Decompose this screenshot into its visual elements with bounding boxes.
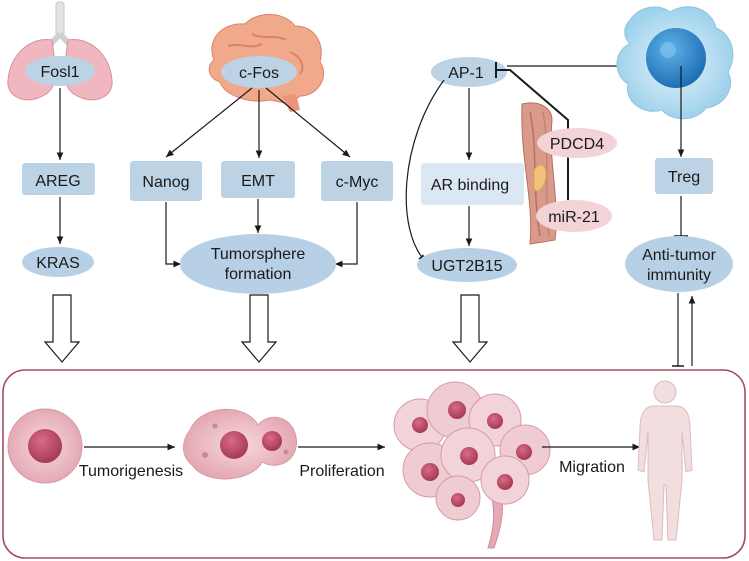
areg-node [22, 163, 95, 195]
tumorsphere-label-line1: Tumorsphere [211, 246, 306, 263]
cmyc-label: c-Myc [336, 174, 379, 191]
mir21-node [536, 200, 612, 232]
tumor-mass-icon [393, 381, 551, 549]
ugt2b15-node [417, 248, 517, 282]
ugt2b15-label: UGT2B15 [431, 258, 502, 275]
arrow-ap1-ugt2b15 [405, 79, 445, 263]
migration-label: Migration [559, 459, 625, 476]
proliferation-label: Proliferation [299, 463, 384, 480]
ar-binding-node [421, 163, 524, 205]
tumorsphere-node [180, 234, 336, 294]
arrow-cfos-cmyc [265, 87, 351, 158]
antitumor-label-line1: Anti-tumor [642, 247, 716, 264]
hollow-down-arrow-icon [240, 294, 278, 363]
tumorsphere-label-line2: formation [225, 266, 292, 283]
fosl1-label: Fosl1 [40, 64, 79, 81]
areg-label: AREG [35, 173, 80, 190]
cfos-label: c-Fos [239, 65, 279, 82]
immune-cell-icon [616, 6, 734, 120]
pdcd4-label: PDCD4 [550, 136, 604, 153]
mir21-label: miR-21 [548, 209, 600, 226]
nanog-label: Nanog [142, 174, 189, 191]
nanog-node [130, 161, 202, 201]
arrow-cmyc-tumorsphere [335, 202, 358, 268]
progression-frame [2, 369, 746, 559]
arrow-cfos-nanog [165, 87, 253, 158]
arrow-nanog-tumorsphere [165, 202, 181, 268]
pdcd4-node [537, 128, 617, 158]
single-cell-icon [7, 408, 83, 484]
kras-label: KRAS [36, 255, 80, 272]
hollow-down-arrow-icon [43, 294, 81, 363]
fosl1-node [25, 56, 95, 86]
treg-node [655, 158, 713, 194]
ap1-label: AP-1 [448, 65, 484, 82]
human-body-icon [637, 380, 693, 541]
cmyc-node [321, 161, 393, 201]
inhibit-pdcd4-ap1 [496, 69, 569, 132]
treg-label: Treg [668, 169, 700, 186]
emt-label: EMT [241, 173, 275, 190]
emt-node [221, 161, 295, 198]
ap1-node [431, 57, 507, 87]
hollow-down-arrow-icon [451, 294, 489, 363]
antitumor-node [625, 236, 733, 292]
dividing-cell-icon [183, 409, 297, 480]
antitumor-label-line2: immunity [647, 267, 711, 284]
kras-node [22, 247, 94, 277]
cfos-node [221, 56, 297, 88]
ar-binding-label: AR binding [431, 177, 509, 194]
tumorigenesis-label: Tumorigenesis [79, 463, 183, 480]
